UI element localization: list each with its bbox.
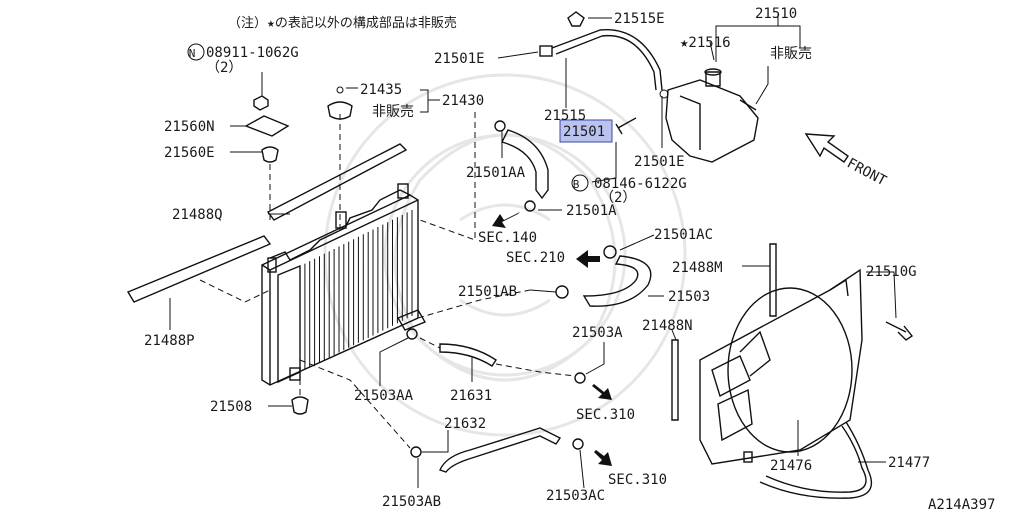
arrow-sec140	[492, 212, 520, 228]
header-note: （注）★の表記以外の構成部品は非販売	[228, 15, 457, 31]
bolt-08146	[615, 117, 637, 135]
label-21501E-bottom: 21501E	[634, 154, 685, 170]
label-21430: 21430	[442, 93, 484, 109]
label-08911-1062G: 08911-1062G	[206, 45, 299, 61]
clamp-21503AB	[410, 446, 422, 458]
label-21631: 21631	[450, 388, 492, 404]
arrow-sec210	[576, 250, 600, 268]
label-08146-6122G: 08146-6122G	[594, 176, 687, 192]
clamp-21503AC	[572, 438, 584, 450]
label-21501: 21501	[563, 124, 605, 140]
bolt-21510G	[885, 321, 914, 341]
label-08911-qty: （2）	[206, 60, 242, 76]
clamp-21501AB	[555, 285, 569, 299]
label-21501AC: 21501AC	[654, 227, 713, 243]
label-sec140: SEC.140	[478, 230, 537, 246]
clamp-21501A	[524, 200, 536, 212]
front-label: FRONT	[844, 155, 889, 189]
leader-lines	[169, 14, 897, 489]
label-21510: 21510	[755, 6, 797, 22]
mount-21508	[291, 396, 309, 415]
nut-08911-mark: N	[189, 47, 196, 60]
clamp-21503AA	[406, 328, 418, 340]
bolt-08146-mark: B	[573, 178, 580, 191]
label-sec310-b: SEC.310	[608, 472, 667, 488]
arrow-sec310-a	[592, 384, 612, 400]
seal-strip-21488Q	[266, 143, 408, 221]
clamp-21501AC	[603, 245, 617, 259]
label-21501A: 21501A	[566, 203, 617, 219]
label-21560E: 21560E	[164, 145, 215, 161]
upper-hose-21501	[500, 129, 549, 200]
seal-strip-21488N	[671, 339, 679, 421]
label-not-for-sale-left: 非販売	[372, 104, 414, 120]
label-21476: 21476	[770, 458, 812, 474]
label-21488M: 21488M	[672, 260, 723, 276]
clip-21501E-top	[539, 45, 553, 57]
label-21503AC: 21503AC	[546, 488, 605, 504]
front-arrow: FRONT	[804, 133, 889, 190]
label-21510G: 21510G	[866, 264, 917, 280]
label-21488P: 21488P	[144, 333, 195, 349]
clip-21515E	[567, 11, 585, 27]
fan-shroud-21476	[699, 268, 863, 465]
label-21501AA: 21501AA	[466, 165, 526, 181]
label-21503AA: 21503AA	[354, 388, 414, 404]
reservoir-tank-21510	[659, 68, 759, 163]
hose-21632	[439, 427, 562, 473]
label-sec310-a: SEC.310	[576, 407, 635, 423]
mount-bracket-parts	[244, 72, 290, 163]
label-21503A: 21503A	[572, 325, 623, 341]
overflow-hose-21515	[551, 28, 663, 91]
filler-cap-21430	[327, 86, 353, 120]
part-labels: 21515E 21510 ★21516 非販売 21501E 21515 215…	[144, 6, 995, 511]
mark-circle-b	[571, 174, 589, 192]
watermark-emblem	[323, 73, 687, 437]
label-sec210: SEC.210	[506, 250, 565, 266]
label-not-for-sale-right: 非販売	[770, 46, 812, 62]
label-21477: 21477	[888, 455, 930, 471]
arrow-sec310-b	[594, 450, 612, 466]
label-08146-qty: （2）	[600, 190, 636, 206]
seal-strip-21488M	[769, 243, 777, 317]
label-21515: 21515	[544, 108, 586, 124]
footer-code: A214A397	[928, 497, 995, 511]
label-21508: 21508	[210, 399, 252, 415]
label-21632: 21632	[444, 416, 486, 432]
label-21560N: 21560N	[164, 119, 215, 135]
clamp-21503A	[574, 372, 586, 384]
label-21503AB: 21503AB	[382, 494, 441, 510]
lower-hose-21503	[582, 255, 652, 307]
wire-21477	[759, 421, 873, 499]
clamp-21501AA	[494, 120, 506, 132]
label-21501AB: 21501AB	[458, 284, 517, 300]
label-21515E: 21515E	[614, 11, 665, 27]
mark-circle-n	[187, 43, 205, 61]
label-21488Q: 21488Q	[172, 207, 223, 223]
label-21501E-top: 21501E	[434, 51, 485, 67]
highlight-box-21501	[559, 119, 613, 143]
hose-21631	[439, 343, 497, 367]
seal-strip-21488P	[126, 235, 272, 303]
label-21503: 21503	[668, 289, 710, 305]
label-21516: ★21516	[680, 35, 731, 51]
label-21435: 21435	[360, 82, 402, 98]
label-21488N: 21488N	[642, 318, 693, 334]
